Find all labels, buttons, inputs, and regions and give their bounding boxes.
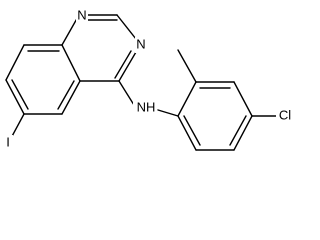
structure-diagram: N N NH Cl I — [5, 7, 292, 151]
bond-c4-nh — [118, 80, 135, 106]
bond-c5-c4a-a — [61, 80, 81, 115]
bond-ar4-ar5 — [233, 115, 253, 151]
atom-label-chlorine: Cl — [279, 107, 291, 122]
atom-label-n1: N — [77, 7, 86, 22]
bond-ar6-ar1 — [177, 115, 197, 151]
bond-c7-c6-b — [11, 79, 29, 110]
bond-methyl — [177, 49, 197, 83]
bond-ar3-ar4 — [233, 81, 253, 117]
bond-n3-c4-a — [118, 51, 137, 82]
bond-ar6-ar1-inner — [183, 115, 201, 146]
bond-ar1-ar2 — [177, 81, 197, 117]
bond-c8-c7 — [5, 44, 25, 81]
bond-c2-n3 — [116, 14, 137, 40]
atom-label-nh: NH — [137, 99, 156, 114]
bond-nh-aryl — [157, 109, 179, 117]
bond-n3-c4-b — [114, 50, 132, 79]
bond-c5-c4a-b — [57, 80, 75, 110]
atom-label-n3: N — [136, 36, 145, 51]
atom-label-iodine: I — [6, 134, 10, 149]
bond-c4a-c8a — [61, 44, 81, 82]
bond-ar4-ar5-inner — [229, 115, 247, 146]
bond-c7-c6-a — [5, 79, 25, 115]
